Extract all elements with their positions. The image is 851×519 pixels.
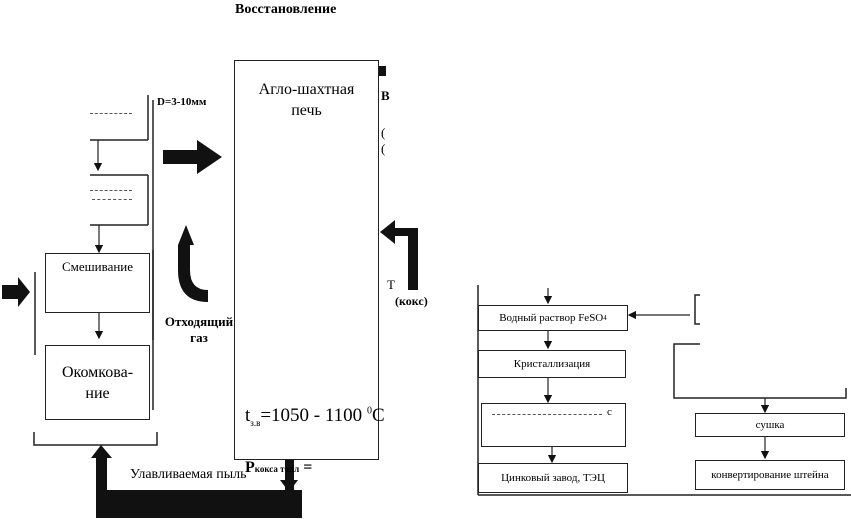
- left-bracket: [33, 432, 158, 446]
- matte-converting-label: конвертирование штейна: [711, 469, 829, 481]
- furnace-title-2: печь: [291, 102, 322, 119]
- dust-down-arrow-icon: [280, 480, 298, 492]
- coke-consumption: Pкокса топл =: [245, 459, 313, 476]
- crystallization-box: Кристаллизация: [478, 350, 626, 378]
- furnace-title-1: Агло-шахтная: [258, 81, 355, 98]
- fuel-label-1: Т: [387, 277, 395, 292]
- fuel-label-2: (кокс): [395, 294, 428, 308]
- mixing-label: Смешивание: [61, 262, 134, 272]
- feed-arrow-icon: [163, 140, 222, 174]
- zinc-plant-box: Цинковый завод, ТЭЦ: [478, 463, 628, 493]
- occluded-text: [92, 199, 132, 200]
- furnace-box: Агло-шахтная печь tз.в=1050 - 1100 0C Pк…: [234, 60, 385, 476]
- partial-text: c: [607, 406, 612, 418]
- captured-dust-label: Улавливаемая пыль: [130, 467, 247, 482]
- pelletizing-label-1: Окомкова-: [61, 364, 134, 381]
- dust-up-arrow-icon: [91, 445, 112, 458]
- marker-square: [378, 66, 386, 76]
- fuel-arrow-icon: [380, 220, 418, 290]
- off-gas-label: Отходящий газ: [158, 314, 240, 346]
- occluded-text: [90, 190, 132, 191]
- matte-converting-box: конвертирование штейна: [695, 460, 845, 490]
- drying-box: сушка: [695, 413, 845, 437]
- input-arrow-icon: [2, 277, 30, 307]
- partial-label: (: [381, 141, 386, 156]
- drying-label: сушка: [755, 419, 785, 431]
- pelletizing-label-2: ние: [85, 385, 110, 402]
- occluded-text: [90, 113, 132, 114]
- dust-return-bar: [96, 490, 302, 518]
- furnace-temperature: tз.в=1050 - 1100 0C: [245, 405, 385, 428]
- mixing-box: Смешивание: [45, 253, 150, 313]
- occluded-product-box: c: [481, 403, 626, 447]
- zinc-plant-label: Цинковый завод, ТЭЦ: [501, 472, 605, 484]
- pelletizing-box: Окомкова- ние: [45, 345, 150, 420]
- crystallization-label: Кристаллизация: [513, 358, 591, 370]
- feso4-label: Водный раствор FeSO: [499, 312, 604, 324]
- diagram-title: Восстановление: [235, 2, 337, 17]
- off-gas-label-2: газ: [190, 330, 208, 345]
- partial-label: (: [381, 125, 386, 140]
- partial-label: В: [381, 88, 390, 103]
- furnace-title: Агло-шахтная печь: [235, 79, 378, 121]
- off-gas-label-1: Отходящий: [164, 314, 234, 329]
- particle-size-label: D=3-10мм: [157, 96, 207, 108]
- off-gas-arrow-icon: [178, 225, 208, 302]
